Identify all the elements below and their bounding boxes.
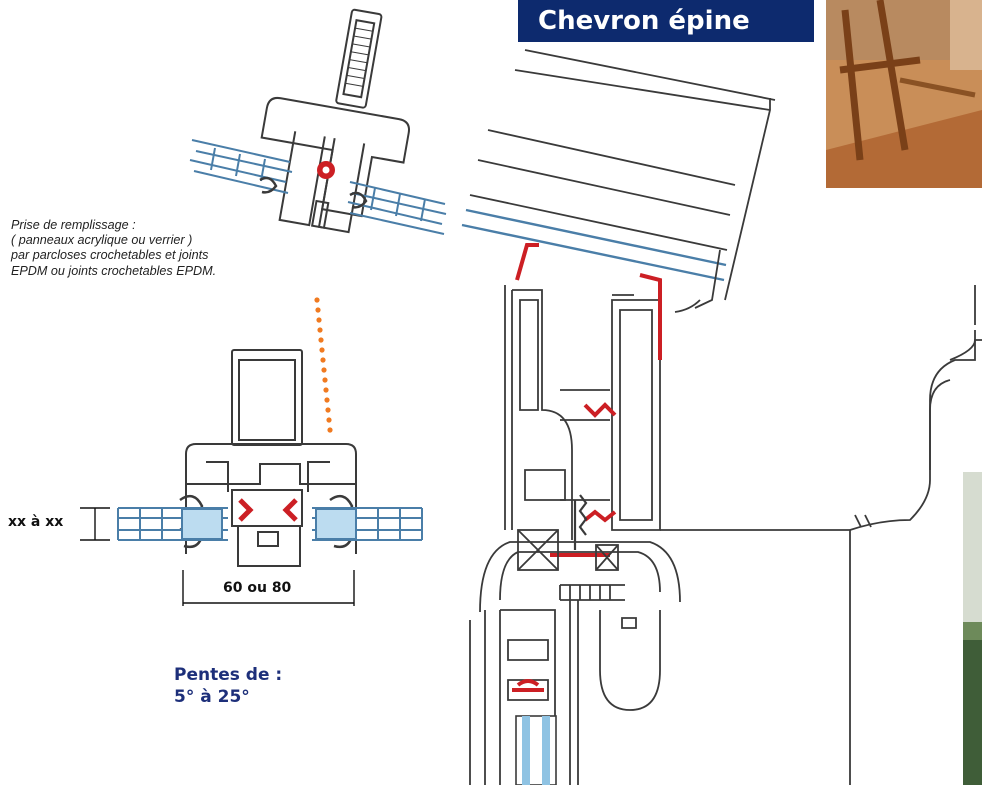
- slope-line-2: 5° à 25°: [174, 687, 250, 707]
- dimension-width: [182, 570, 355, 606]
- note-line-1: Prise de remplissage :: [11, 218, 136, 232]
- terrace-photo: [826, 0, 982, 188]
- glazing-bottom: [515, 715, 557, 785]
- note-line-3: par parcloses crochetables et joints: [11, 248, 209, 263]
- slope-label: Pentes de : 5° à 25°: [174, 664, 282, 708]
- gaskets-left: [238, 498, 298, 522]
- filling-note: Prise de remplissage : ( panneaux acryli…: [11, 218, 331, 279]
- dimension-thickness: [80, 507, 110, 541]
- sill-profile: [469, 494, 681, 785]
- gasket-top: [317, 161, 335, 179]
- title-banner: Chevron épine: [518, 0, 814, 42]
- slope-line-1: Pentes de :: [174, 665, 283, 685]
- note-line-4: EPDM ou joints crochetables EPDM.: [11, 263, 217, 278]
- glazing-panel-right: [312, 507, 423, 541]
- thickness-label: xx à xx: [8, 514, 64, 530]
- note-line-2: ( panneaux acrylique ou verrier ): [11, 233, 193, 248]
- gaskets-right: [515, 243, 662, 557]
- garden-photo: [963, 472, 982, 785]
- leader-line: [314, 297, 333, 433]
- chevron-profile: [179, 349, 357, 567]
- width-label: 60 ou 80: [223, 580, 292, 596]
- roof-panel: [461, 49, 776, 313]
- glazing-panel-left: [117, 507, 228, 541]
- rafter-section-top: [189, 8, 447, 235]
- wall-profile: [504, 285, 982, 785]
- sill-gaskets: [512, 679, 544, 692]
